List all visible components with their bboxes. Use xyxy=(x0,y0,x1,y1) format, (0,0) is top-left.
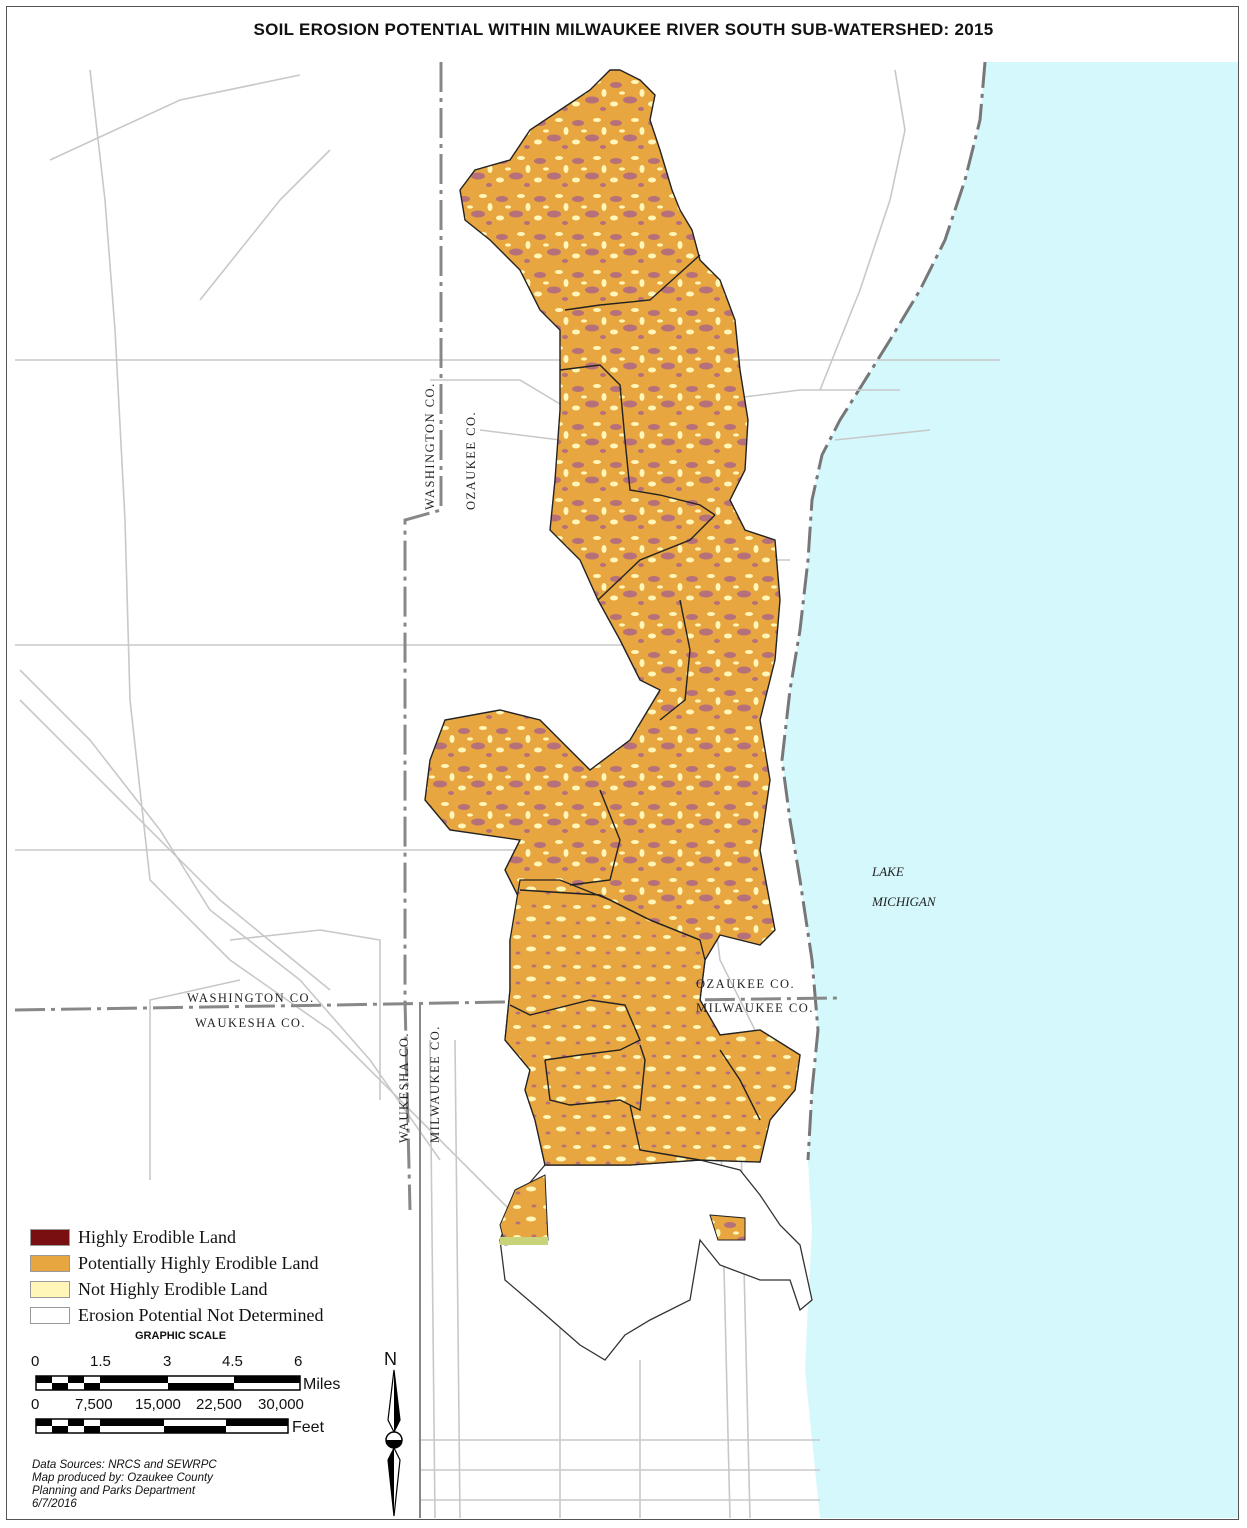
data-sources: Data Sources: NRCS and SEWRPC Map produc… xyxy=(32,1459,217,1511)
feet-tick: 7,500 xyxy=(75,1396,113,1413)
feet-tick: 22,500 xyxy=(196,1396,242,1413)
legend-label: Erosion Potential Not Determined xyxy=(78,1304,324,1325)
lake-michigan xyxy=(782,62,1238,1518)
milwaukee-co-horizontal-label: MILWAUKEE CO. xyxy=(696,1001,814,1015)
north-label: N xyxy=(384,1349,397,1369)
ozaukee-co-vertical-label: OZAUKEE CO. xyxy=(464,411,478,510)
scale-bar-miles xyxy=(35,1375,301,1391)
milwaukee-co-vertical-label: MILWAUKEE CO. xyxy=(428,1025,442,1143)
miles-unit: Miles xyxy=(303,1376,341,1393)
county-boundaries xyxy=(14,62,841,1518)
legend-swatch xyxy=(30,1228,70,1246)
miles-tick: 0 xyxy=(31,1353,40,1370)
feet-tick: 15,000 xyxy=(135,1396,181,1413)
north-arrow-icon xyxy=(385,1369,403,1517)
not-determined-area xyxy=(499,1159,813,1361)
legend-item-potentially-highly-erodible: Potentially Highly Erodible Land xyxy=(30,1250,370,1276)
source-line: 6/7/2016 xyxy=(32,1498,77,1510)
miles-tick: 3 xyxy=(163,1353,172,1370)
scale-bar-feet xyxy=(35,1418,289,1434)
shore-boundary xyxy=(780,61,987,1161)
legend-swatch xyxy=(30,1280,70,1298)
washington-co-vertical-label: WASHINGTON CO. xyxy=(423,382,437,510)
legend-item-not-determined: Erosion Potential Not Determined xyxy=(30,1302,370,1328)
southwest-strip xyxy=(500,1237,548,1245)
graphic-scale-title: GRAPHIC SCALE xyxy=(135,1330,227,1342)
sub-watershed-boundaries xyxy=(509,254,761,1161)
feet-tick: 0 xyxy=(31,1396,40,1413)
legend: Highly Erodible Land Potentially Highly … xyxy=(30,1224,370,1328)
source-line: Planning and Parks Department xyxy=(32,1485,196,1497)
waukesha-co-vertical-label: WAUKESHA CO. xyxy=(397,1032,411,1143)
michigan-label: MICHIGAN xyxy=(871,894,937,909)
waukesha-co-horizontal-label: WAUKESHA CO. xyxy=(195,1016,306,1030)
map-frame xyxy=(6,6,1239,1520)
lake-label: LAKE xyxy=(871,864,904,879)
legend-swatch xyxy=(30,1254,70,1272)
feet-tick: 30,000 xyxy=(258,1396,304,1413)
source-line: Data Sources: NRCS and SEWRPC xyxy=(32,1459,217,1471)
south-small-patch xyxy=(709,1214,746,1241)
legend-label: Not Highly Erodible Land xyxy=(78,1278,268,1299)
source-line: Map produced by: Ozaukee County xyxy=(32,1472,213,1484)
ozaukee-co-horizontal-label: OZAUKEE CO. xyxy=(696,977,795,991)
washington-co-horizontal-label: WASHINGTON CO. xyxy=(187,991,315,1005)
legend-item-highly-erodible: Highly Erodible Land xyxy=(30,1224,370,1250)
feet-unit: Feet xyxy=(292,1419,325,1436)
legend-label: Potentially Highly Erodible Land xyxy=(78,1252,319,1273)
miles-tick: 4.5 xyxy=(222,1353,243,1370)
map-title: SOIL EROSION POTENTIAL WITHIN MILWAUKEE … xyxy=(253,20,994,39)
legend-item-not-highly-erodible: Not Highly Erodible Land xyxy=(30,1276,370,1302)
road-network xyxy=(15,69,1000,1519)
miles-tick: 1.5 xyxy=(90,1353,111,1370)
legend-label: Highly Erodible Land xyxy=(78,1226,236,1247)
southwest-patch xyxy=(499,1174,549,1246)
miles-tick: 6 xyxy=(294,1353,303,1370)
legend-swatch xyxy=(30,1306,70,1324)
